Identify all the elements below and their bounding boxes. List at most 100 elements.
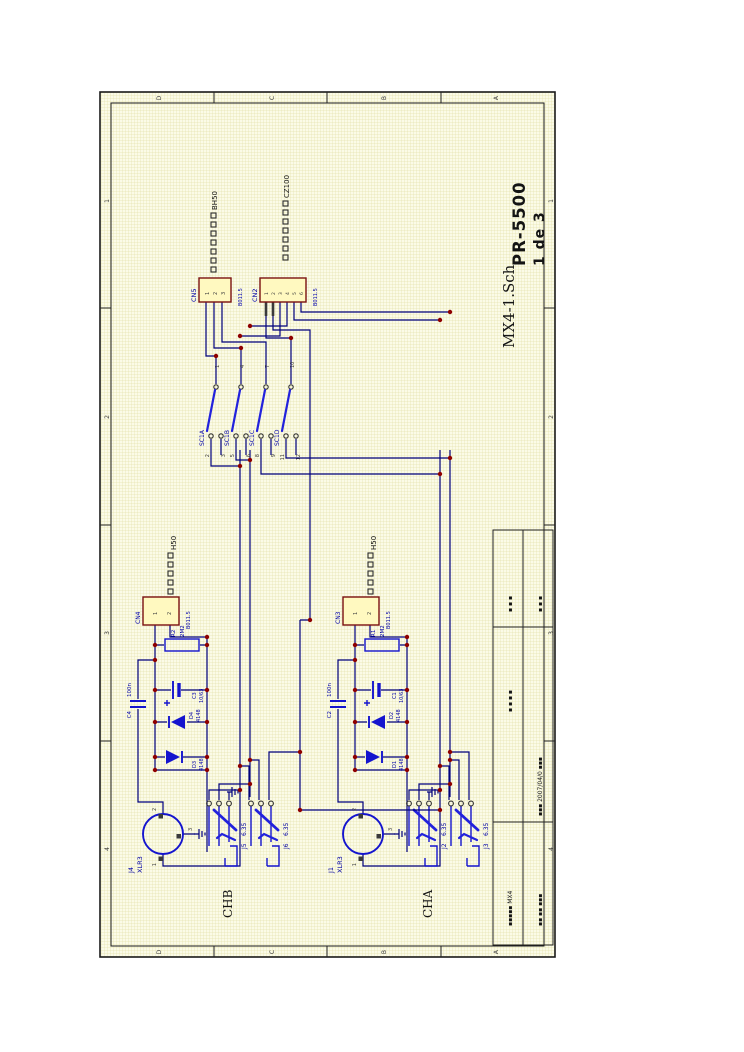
connector-ref: CN4 [135, 611, 142, 624]
sheet-border: 4 3 2 1 4 3 2 1 D C B A D C B A [99, 91, 556, 958]
revision-table: ▪▪▪▪▪ MX4 ▪ ▪ ▪ ▪ ▪ ▪ ▪ ▪▪ ▪▪ ▪▪▪ ▪▪▪ 20… [492, 529, 554, 946]
zone-label: D [156, 95, 163, 100]
output-header-cn5: CN5 B011.5 1 2 3 BH50 [190, 191, 244, 306]
resistor-ref: R2 [171, 630, 177, 637]
pin-number: 1 [153, 612, 159, 615]
pin-number: 3 [388, 828, 394, 831]
mode-switch-bank: SC1A SC1B SC1C SC1D 1 2 3 4 5 6 7 8 9 10… [199, 362, 302, 461]
channel-label: CHB [221, 889, 235, 918]
project-title: PR-5500 [510, 181, 529, 266]
cn-connector-box [198, 277, 232, 303]
capacitor-ref: C2 [327, 711, 333, 718]
pin-number: 4 [285, 292, 291, 295]
zone-labels: 4 3 2 1 4 3 2 1 D C B A D C B A [104, 95, 555, 954]
capacitor-value: 10/63 [399, 689, 405, 703]
cn-connector-box [259, 277, 307, 303]
zone-label: D [156, 949, 163, 954]
table-cell: ▪ ▪ ▪ [507, 596, 514, 612]
connector-type: B011.5 [238, 288, 244, 306]
pin-number: 6 [299, 292, 305, 295]
xlr-type: XLR3 [136, 856, 144, 873]
jack-value: 6.35 [441, 822, 448, 836]
pin-number: 2 [152, 808, 158, 811]
xlr-type: XLR3 [336, 856, 344, 873]
xlr-ref: J1 [327, 867, 335, 874]
zone-label: A [493, 95, 500, 100]
table-cell: ▪ ▪ ▪ ▪ [507, 690, 514, 712]
pin-number: 10 [290, 362, 296, 368]
capacitor-ref: C4 [127, 711, 133, 719]
diode-ref: D4 [189, 712, 195, 719]
jack-ref: J6 [283, 843, 290, 850]
channel-cha-labels: CHA J1 XLR3 2 1 3 J2 6.35 J3 6.35 D1 414… [327, 536, 490, 918]
thick-wire-stubs [264, 302, 275, 316]
title-block: MX4-1.Sch PR-5500 1 de 3 [500, 181, 548, 348]
jack-value: 6.35 [483, 822, 490, 836]
switch-section-label: SC1D [274, 429, 281, 446]
connector-type: B011.5 [386, 611, 392, 629]
zone-label: A [493, 949, 500, 954]
zone-label: 1 [104, 199, 111, 203]
jack-ref: J3 [483, 843, 490, 850]
diode-ref: D3 [192, 761, 198, 768]
connector-type: B011.5 [186, 611, 192, 629]
capacitor-value: 10/63 [199, 689, 205, 703]
pin-number: 2 [271, 292, 277, 295]
pin-number: 3 [221, 454, 227, 457]
switch-section-label: SC1B [224, 430, 231, 446]
jack-value: 6.35 [283, 822, 290, 836]
zone-label: 3 [104, 631, 111, 635]
pin-number: 3 [221, 292, 227, 295]
pin-number: 5 [292, 292, 298, 295]
zone-label: B [381, 96, 388, 100]
pin-number: 1 [353, 612, 359, 615]
pin-number: 1 [205, 292, 211, 295]
pin-number: 1 [152, 863, 158, 866]
diode-value: 4148 [399, 758, 405, 771]
capacitor-ref: C3 [192, 692, 198, 699]
zone-label: 2 [548, 415, 555, 419]
pin-number: 8 [255, 454, 261, 457]
connector-ref: CN2 [251, 288, 259, 302]
pin-number: 1 [352, 863, 358, 866]
sheet-number: 1 de 3 [532, 211, 548, 266]
net-flag-row [210, 212, 217, 273]
net-flag-row [282, 200, 289, 261]
pin-number: 3 [188, 828, 194, 831]
diode-value: 4148 [199, 758, 205, 771]
channel-chb-labels: CHB J4 XLR3 2 1 3 J5 6.35 J6 6.35 D3 414… [127, 536, 290, 918]
wire-mesh [205, 302, 470, 813]
resistor-value: 2M2 [180, 625, 186, 637]
net-flag-label: CZ100 [283, 175, 291, 198]
pin-number: 2 [167, 612, 173, 615]
capacitor-value: 100n [127, 683, 133, 697]
zone-label: 3 [548, 631, 555, 635]
table-cell: ▪▪▪▪▪ MX4 [507, 890, 514, 926]
pin-number: 11 [280, 454, 286, 460]
zone-label: 4 [548, 847, 555, 851]
connector-ref: CN3 [335, 611, 342, 624]
pin-number: 5 [230, 454, 236, 457]
pin-number: 3 [278, 292, 284, 295]
net-flag-label: H50 [370, 536, 378, 550]
jack-value: 6.35 [241, 822, 248, 836]
jack-ref: J2 [441, 843, 448, 850]
pin-number: 2 [352, 808, 358, 811]
junction-dots [213, 309, 453, 813]
diode-ref: D1 [392, 761, 398, 768]
channel-chb-shapes [130, 450, 279, 866]
table-cell: ▪▪▪ 2007/04/0 ▪▪▪ [537, 757, 544, 816]
resistor-value: 2M2 [380, 625, 386, 637]
diode-value: 4148 [196, 709, 202, 722]
resistor-ref: R1 [371, 630, 377, 637]
capacitor-value: 100n [327, 683, 333, 697]
pin-number: 1 [264, 292, 270, 295]
net-flag-label: H50 [170, 536, 178, 550]
table-cell: ▪ ▪ ▪ [537, 596, 544, 612]
pin-number: 7 [265, 365, 271, 368]
document-name: MX4-1.Sch [500, 264, 518, 348]
zone-label: C [269, 950, 276, 954]
